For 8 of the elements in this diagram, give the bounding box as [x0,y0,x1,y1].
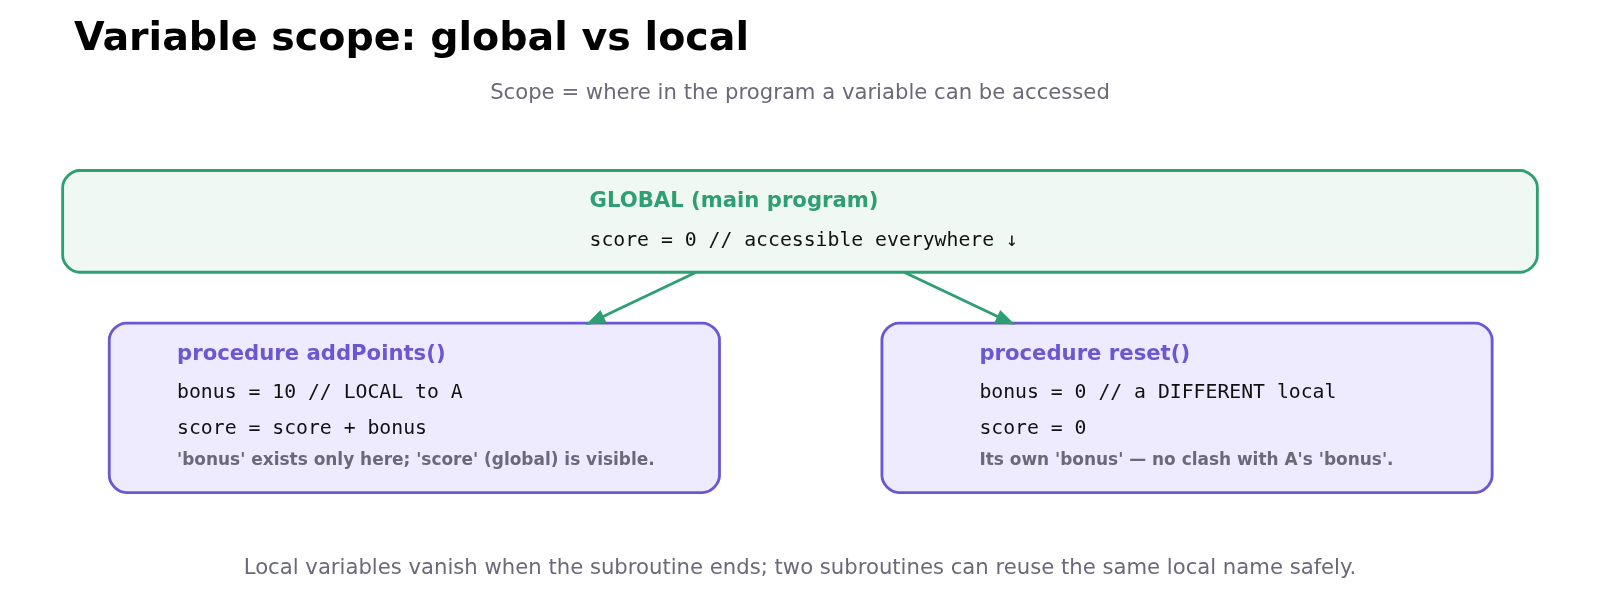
arrow [585,270,697,325]
node-box: GLOBAL (main program) score = 0 // accessible everywhere ↓ [61,169,1539,274]
node-box: procedure reset() bonus = 0 // a DIFFERENT local score = 0 Its own 'bonus' — no clash with A's 'bonus'. [880,321,1494,494]
label: Scope = where in the program a variable can be accessed [490,79,1110,105]
node-box: procedure addPoints() bonus = 10 // LOCAL to A score = score + bonus 'bonus' exists only here; 'score' (global) is visible. [107,321,721,494]
caption: Local variables vanish when the subroutine ends; two subroutines can reuse the same local name safely. [243,553,1357,579]
diagram-title: Variable scope: global vs local [73,12,749,59]
arrow [903,270,1016,325]
